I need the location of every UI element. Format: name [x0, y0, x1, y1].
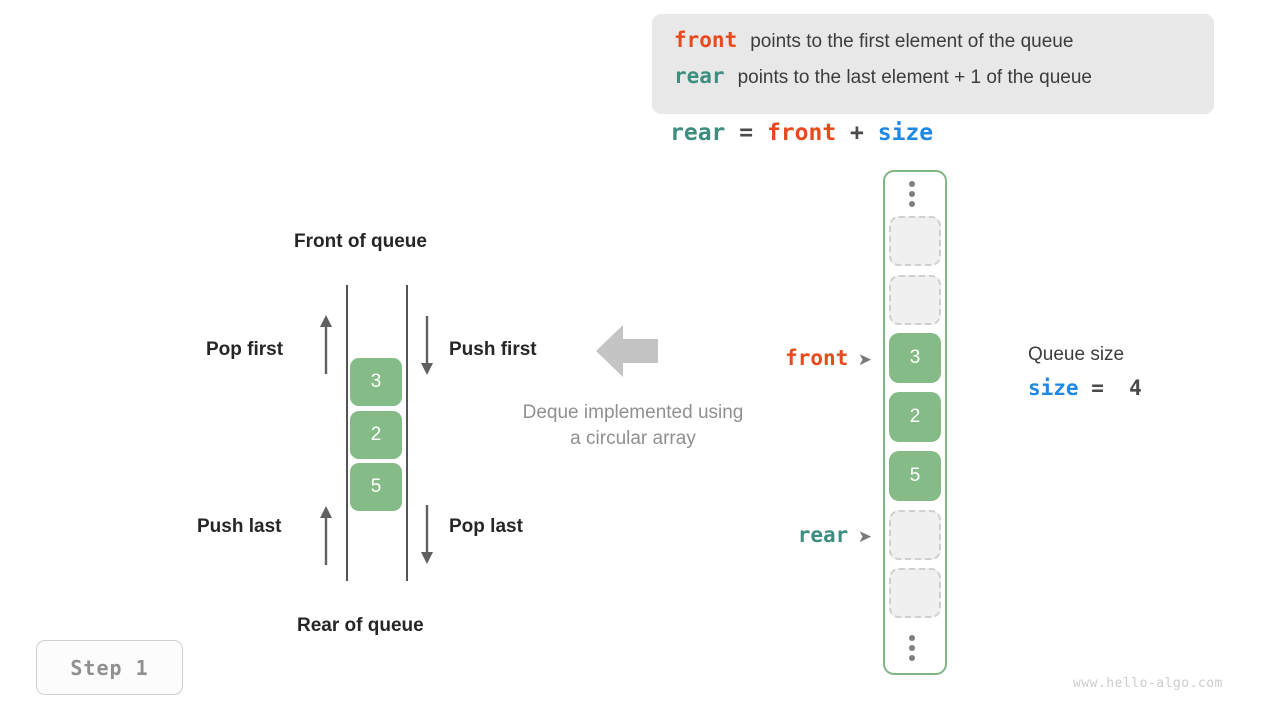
array-cell-filled: 2 [889, 392, 941, 442]
deque-front-label: Front of queue [294, 231, 427, 252]
op-label-push-first: Push first [449, 339, 537, 360]
circular-array-container [883, 170, 947, 675]
arrow-down-pop-last-icon [421, 505, 433, 564]
pointer-front-arrow-icon: ➤ [848, 350, 872, 369]
deque-cell: 5 [350, 463, 402, 511]
formula-equals: = [725, 120, 767, 146]
array-cell-empty [889, 216, 941, 266]
formula-front: front [766, 120, 837, 146]
formula-plus: + [836, 120, 878, 146]
pointer-rear-label: rear [797, 523, 849, 547]
diagram-caption-line1: Deque implemented using [522, 402, 744, 423]
deque-rail-right [406, 285, 408, 581]
step-badge: Step 1 [36, 640, 183, 695]
deque-rail-left [346, 285, 348, 581]
op-label-pop-last: Pop last [449, 516, 523, 537]
formula-rear: rear [670, 120, 726, 146]
note-keyword-rear: rear [674, 64, 725, 88]
formula-size: size [877, 120, 934, 146]
deque-cell: 2 [350, 411, 402, 459]
note-text-rear: points to the last element + 1 of the qu… [737, 67, 1092, 88]
definition-note-box: front points to the first element of the… [652, 14, 1214, 114]
queue-size-var: size [1028, 376, 1079, 400]
pointer-front: front ➤ [700, 346, 872, 371]
note-text-front: points to the first element of the queue [750, 31, 1074, 52]
diagram-caption-line2: a circular array [570, 428, 696, 449]
queue-size-value: 4 [1116, 376, 1142, 400]
array-cell-empty [889, 275, 941, 325]
arrow-left-large-icon [596, 325, 658, 377]
arrow-up-pop-first-icon [320, 315, 332, 374]
queue-size-expression: size = 4 [1028, 376, 1142, 400]
queue-size-info: Queue size size = 4 [1028, 344, 1142, 400]
op-label-push-last: Push last [197, 516, 282, 537]
array-cell-filled: 3 [889, 333, 941, 383]
queue-size-equals: = [1078, 376, 1117, 400]
pointer-rear: rear ➤ [700, 523, 872, 548]
array-cell-empty [889, 568, 941, 618]
deque-cell: 3 [350, 358, 402, 406]
note-line-rear: rear points to the last element + 1 of t… [674, 64, 1194, 100]
op-label-pop-first: Pop first [206, 339, 284, 360]
queue-size-title: Queue size [1028, 344, 1125, 365]
array-cell-filled: 5 [889, 451, 941, 501]
diagram-caption: Deque implemented using a circular array [493, 400, 773, 452]
pointer-rear-arrow-icon: ➤ [848, 527, 872, 546]
pointer-front-label: front [785, 346, 849, 370]
vertical-ellipsis-icon [908, 181, 915, 207]
vertical-ellipsis-icon [908, 635, 915, 661]
formula-rear-equals-front-plus-size: rear = front + size [670, 120, 933, 146]
note-keyword-front: front [674, 28, 738, 52]
note-line-front: front points to the first element of the… [674, 28, 1194, 64]
deque-rear-label: Rear of queue [297, 615, 424, 636]
watermark: www.hello-algo.com [1073, 676, 1223, 691]
arrow-down-push-first-icon [421, 316, 433, 375]
array-cell-empty [889, 510, 941, 560]
arrow-up-push-last-icon [320, 506, 332, 565]
